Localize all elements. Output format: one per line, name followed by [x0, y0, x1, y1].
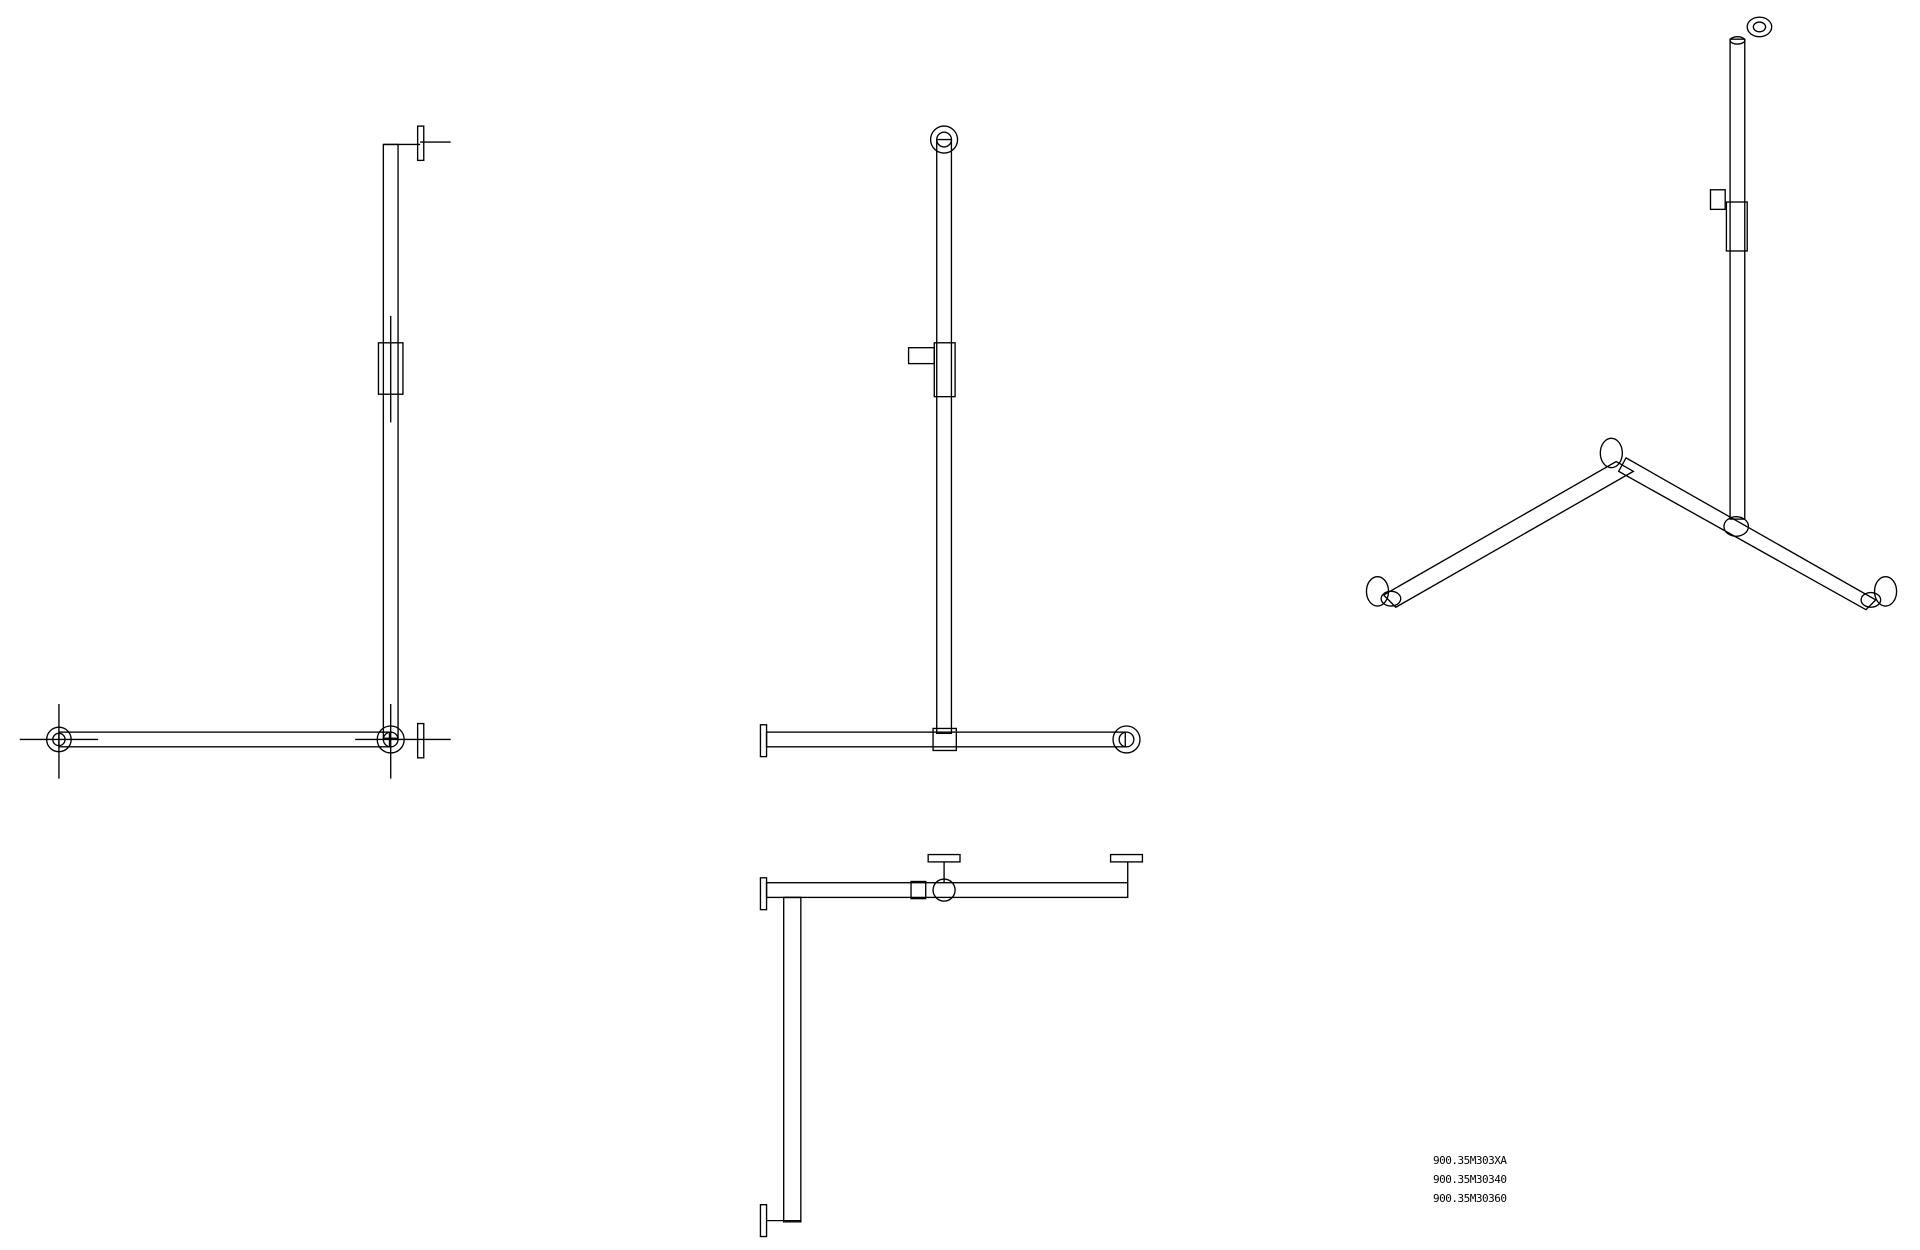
slider-clamp	[1725, 201, 1748, 252]
right-arm	[1617, 456, 1877, 611]
part-number-list: 900.35M303XA 900.35M30340 900.35M30360	[1433, 1151, 1507, 1208]
wall-flange-top	[416, 125, 425, 162]
end-flange-right	[1112, 725, 1141, 754]
top-flange	[1746, 16, 1773, 38]
flange-right	[1873, 575, 1898, 607]
plan-view	[759, 853, 1144, 1238]
center-elevation-view	[759, 125, 1141, 758]
horizontal-bar	[765, 731, 1126, 748]
wall-flange-bottom	[759, 1204, 768, 1238]
vertical-bar	[1729, 38, 1746, 520]
horizontal-bar	[765, 882, 1129, 899]
wall-flange	[759, 877, 768, 911]
left-elevation-view	[19, 125, 451, 779]
part-number: 900.35M303XA	[1433, 1154, 1507, 1167]
wall-flange-left	[759, 724, 768, 758]
shower-holder	[907, 347, 935, 365]
horizontal-bar	[58, 731, 391, 748]
left-arm	[1382, 460, 1635, 609]
top-bracket	[927, 853, 961, 863]
vertical-bar	[783, 896, 802, 1223]
vertical-bar	[936, 138, 953, 735]
top-flange	[929, 125, 959, 154]
shower-holder	[1709, 189, 1726, 211]
flange-back	[1599, 437, 1624, 469]
right-bracket	[1109, 853, 1144, 863]
part-number: 900.35M30360	[1433, 1192, 1507, 1205]
isometric-view	[1365, 16, 1898, 611]
tee-connector	[932, 727, 958, 752]
slider-clamp	[933, 342, 956, 398]
slider-clamp	[932, 878, 956, 902]
part-number: 900.35M30340	[1433, 1173, 1507, 1186]
vertical-bar	[382, 143, 399, 739]
flange-left	[1365, 575, 1390, 607]
tee-connector	[1723, 515, 1750, 537]
